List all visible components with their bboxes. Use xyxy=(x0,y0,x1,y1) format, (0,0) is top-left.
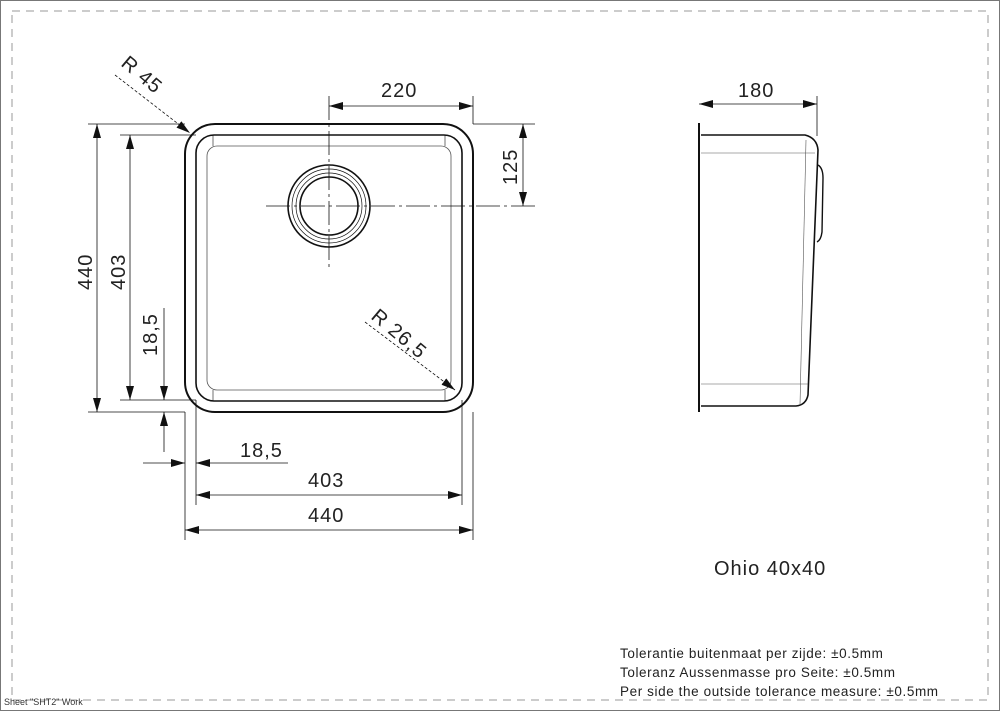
dim-18-5-vertical: 18,5 xyxy=(140,313,162,356)
dim-r45: R 45 xyxy=(117,52,167,99)
tolerance-en: Per side the outside tolerance measure: … xyxy=(620,684,939,699)
dim-r26-5: R 26,5 xyxy=(367,305,431,364)
dim-440-vertical: 440 xyxy=(75,254,97,290)
sink-top-view xyxy=(184,96,535,413)
dim-220: 220 xyxy=(381,80,417,102)
product-name: Ohio 40x40 xyxy=(714,558,827,580)
sheet-label: Sheet "SHT2" Work xyxy=(4,697,83,707)
dimension-lines xyxy=(88,74,535,540)
dim-403-vertical: 403 xyxy=(108,254,130,290)
dim-440-horizontal: 440 xyxy=(308,505,344,527)
dim-125: 125 xyxy=(500,149,522,185)
dim-180: 180 xyxy=(738,80,774,102)
dim-18-5-horizontal: 18,5 xyxy=(240,440,283,462)
sink-side-view xyxy=(698,96,824,412)
dim-403-horizontal: 403 xyxy=(308,470,344,492)
sheet-border xyxy=(11,10,989,701)
tolerance-de: Toleranz Aussenmasse pro Seite: ±0.5mm xyxy=(620,665,896,680)
tolerance-nl: Tolerantie buitenmaat per zijde: ±0.5mm xyxy=(620,646,884,661)
